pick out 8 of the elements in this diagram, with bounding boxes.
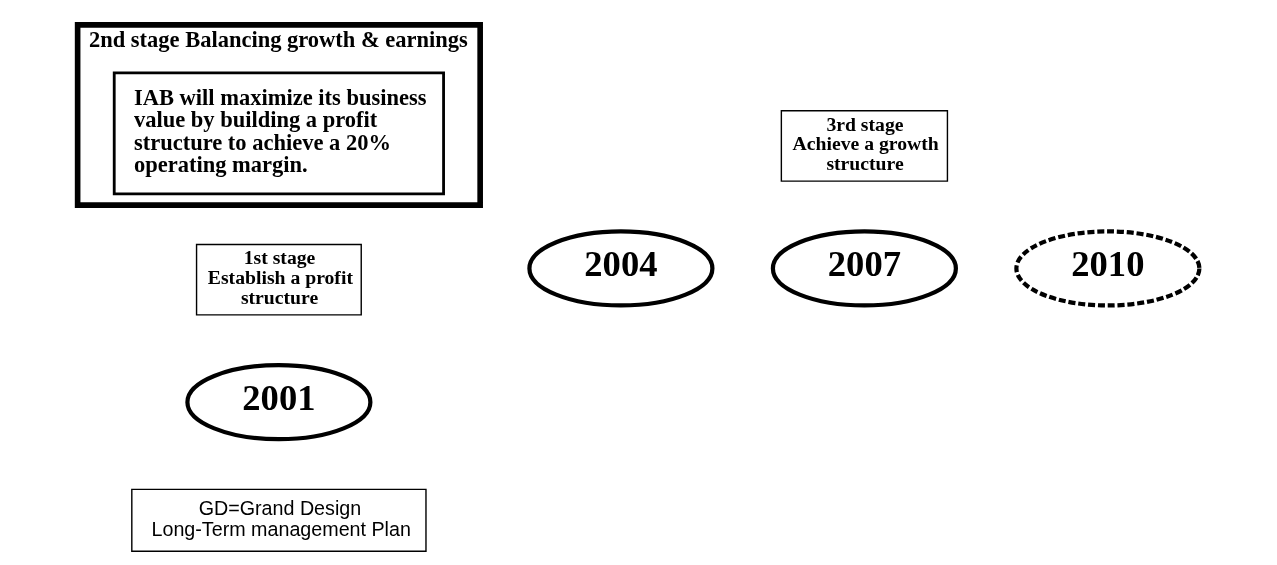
node-ellipse: 2007 [770,229,958,308]
node-ellipse: 2001 [185,362,373,442]
node-box: 1st stage Establish a profit structure [195,243,362,316]
node-ellipse: 2004 [527,229,715,308]
node-box: 3rd stage Achieve a growth structure [780,110,949,182]
node-box: GD=Grand Design Long-Term management Plan [131,488,427,553]
node-box: IAB will maximize its business value by building a profit structure to achieve a 20% operating margin. [112,71,445,196]
node-ellipse: 2010 [1014,229,1202,308]
